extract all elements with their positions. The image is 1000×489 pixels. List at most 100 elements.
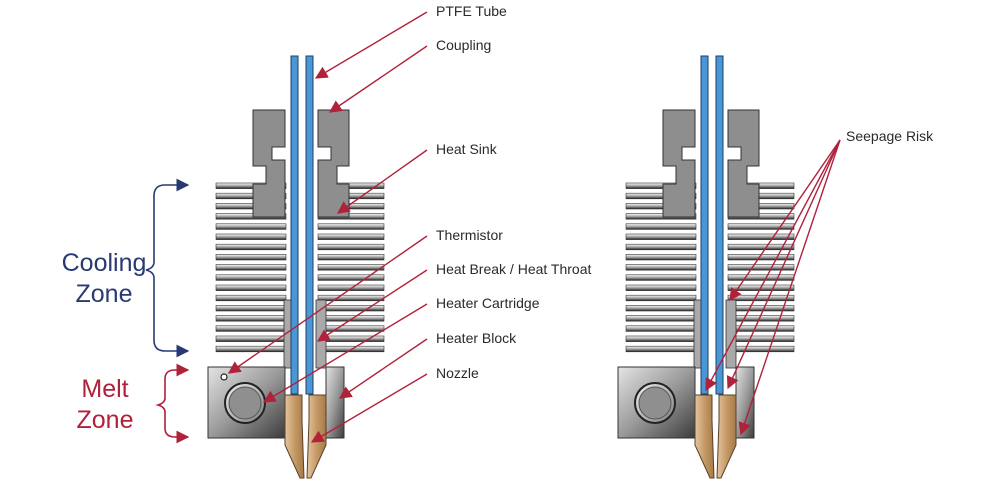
heat-sink-fin: [317, 264, 385, 271]
heat-sink-fin: [625, 223, 697, 230]
heat-sink-fin: [625, 345, 697, 353]
label-nozzle: Nozzle: [436, 365, 479, 381]
melt-zone-label-1: Melt: [81, 375, 128, 403]
coupling-2-right: [727, 109, 760, 218]
arrow-seepage-2: [705, 139, 841, 392]
arrow-seepage-1: [729, 139, 841, 302]
heat-sink-fin: [317, 223, 385, 230]
arrow-heater-cartridge: [262, 303, 428, 403]
label-heater-block: Heater Block: [436, 330, 517, 346]
heat-sink-fin: [215, 345, 287, 353]
heat-sink-fin: [317, 315, 385, 322]
label-heat-break: Heat Break / Heat Throat: [436, 261, 591, 277]
label-coupling: Coupling: [436, 37, 491, 53]
thermistor: [220, 373, 228, 381]
coupling-2: [662, 109, 696, 218]
nozzle-2: [694, 394, 715, 479]
melt-zone-label-2: Zone: [77, 406, 134, 434]
heat-sink-fin: [727, 294, 795, 302]
arrow-heater-block: [338, 338, 428, 399]
heat-sink-fin: [317, 233, 385, 240]
heat-sink-fins-left: [215, 182, 287, 353]
heat-sink-fin: [215, 315, 287, 322]
heat-sink-fin: [727, 335, 795, 342]
label-heater-cartridge: Heater Cartridge: [436, 295, 540, 311]
arrow-seepage-3: [726, 139, 841, 390]
ptfe-tube-left-2: [700, 55, 709, 395]
heat-sink-fin: [317, 294, 385, 302]
heat-sink-fin: [625, 264, 697, 271]
heat-sink-fin: [727, 274, 795, 281]
melt-zone-bracket: [155, 363, 190, 444]
heat-sink-fin: [215, 192, 287, 200]
arrow-heat-sink: [336, 149, 428, 214]
nozzle-2-right: [716, 394, 737, 479]
heat-sink-fin: [727, 223, 795, 230]
heat-sink-fin: [215, 274, 287, 281]
heat-sink-fin: [625, 203, 697, 210]
heat-sink-fin: [215, 254, 287, 261]
coupling: [252, 109, 286, 218]
heat-sink-fin: [625, 274, 697, 281]
ptfe-tube-right-2: [715, 55, 724, 395]
ptfe-tube-left: [290, 55, 299, 395]
heat-sink-fin: [625, 315, 697, 322]
nozzle-right: [306, 394, 327, 479]
heater-block-right: [325, 366, 345, 439]
heat-sink-fin: [215, 284, 287, 291]
heat-sink-fin: [215, 264, 287, 271]
heat-sink-fin: [625, 233, 697, 240]
heat-sink-fin: [215, 233, 287, 240]
label-seepage-risk: Seepage Risk: [846, 128, 934, 144]
heat-sink-fin: [625, 182, 697, 189]
label-thermistor: Thermistor: [436, 227, 503, 243]
heat-sink-fin: [317, 335, 385, 342]
heat-sink-fin: [727, 345, 795, 353]
coupling-right: [317, 109, 350, 218]
label-arrows: [227, 11, 841, 443]
arrow-coupling: [328, 45, 428, 113]
hotend-right: [617, 55, 795, 479]
arrow-nozzle: [310, 373, 428, 443]
label-ptfe-tube: PTFE Tube: [436, 3, 507, 19]
heat-sink-fin: [317, 305, 385, 312]
heat-sink-fin: [625, 305, 697, 312]
heat-sink-fin: [727, 243, 795, 251]
heat-sink-fin: [625, 243, 697, 251]
arrow-seepage-4: [738, 139, 841, 436]
ptfe-tube-right: [305, 55, 314, 395]
heat-sink-fin: [215, 243, 287, 251]
heat-sink-fin: [727, 233, 795, 240]
arrow-ptfe-tube: [314, 11, 428, 79]
arrow-thermistor: [227, 235, 428, 374]
heat-sink-fin: [215, 294, 287, 302]
label-heat-sink: Heat Sink: [436, 141, 498, 157]
heat-sink-fin: [215, 223, 287, 230]
heat-sink-fin: [625, 335, 697, 342]
heat-sink-fin: [317, 243, 385, 251]
arrow-heat-break: [316, 269, 428, 342]
cooling-zone-label-2: Zone: [76, 280, 133, 308]
heat-break-wall-right-2: [725, 299, 737, 369]
heat-sink-fin: [215, 182, 287, 189]
heat-sink-fin: [215, 305, 287, 312]
heat-sink-fin: [625, 192, 697, 200]
heat-sink-fin: [215, 325, 287, 332]
heat-sink-fin: [317, 325, 385, 332]
cooling-zone-label-1: Cooling: [62, 249, 147, 277]
heat-sink-fin: [215, 203, 287, 210]
cooling-zone-bracket: [145, 178, 190, 358]
heat-sink-fin: [625, 254, 697, 261]
heat-sink-fin: [317, 254, 385, 261]
heat-sink-fin: [727, 264, 795, 271]
heat-sink-fin: [215, 213, 287, 220]
heat-sink-fins-left-2: [625, 182, 697, 353]
heat-sink-fin: [625, 325, 697, 332]
heat-sink-fin: [317, 274, 385, 281]
heat-break-wall-right: [315, 299, 327, 369]
nozzle: [284, 394, 305, 479]
heat-sink-fin: [625, 284, 697, 291]
heat-sink-fin: [625, 213, 697, 220]
heat-sink-fin: [625, 294, 697, 302]
